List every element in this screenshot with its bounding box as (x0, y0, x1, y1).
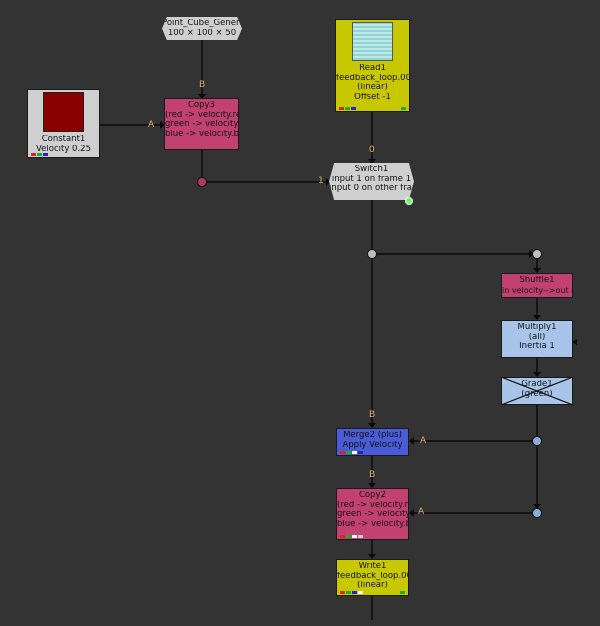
copy2-title: Copy2 (359, 491, 386, 500)
multiply1-channels: (all) (528, 332, 546, 342)
copy2-line3: blue -> velocity.blue) (337, 519, 408, 529)
switch1-node[interactable]: Switch1 input 1 on frame 1 input 0 on ot… (329, 163, 414, 200)
dot-node-velocity[interactable] (532, 249, 542, 259)
read1-node[interactable]: Read1 feedback_loop.0001.exr (linear) Of… (335, 19, 410, 112)
switch1-title: Switch1 (354, 165, 389, 174)
copy2-channel-indicator (340, 535, 363, 538)
dot-node-copy2-input[interactable] (532, 508, 542, 518)
copy2-node[interactable]: Copy2 (red -> velocity.red green -> velo… (336, 488, 409, 540)
read-channel-indicator (339, 107, 356, 110)
constant1-value: Velocity 0.25 (36, 144, 91, 154)
grade1-node[interactable]: Grade1 (green) (501, 377, 573, 405)
switch1-line2: input 0 on other frames (329, 184, 414, 193)
grade1-title: Grade1 (521, 380, 553, 389)
copy3-input-b-label: B (199, 80, 206, 90)
multiply1-value: Inertia 1 (519, 342, 555, 351)
merge2-title: Merge2 (plus) (343, 431, 402, 440)
point-cube-resolution: 100 × 100 × 50 (167, 28, 237, 38)
switch-input1-label: 1 (318, 176, 324, 186)
grade1-channels: (green) (521, 389, 553, 399)
write-channel-indicator (340, 591, 363, 594)
write1-file: feedback_loop.0001.exr (337, 571, 408, 581)
constant-color-swatch (43, 92, 84, 132)
read-thumbnail (352, 22, 393, 61)
merge-channel-indicator (340, 451, 363, 454)
write1-title: Write1 (358, 562, 387, 571)
copy3-title: Copy3 (188, 101, 215, 110)
merge2-node[interactable]: Merge2 (plus) Apply Velocity (336, 428, 409, 456)
point-cube-generator-node[interactable]: Point_Cube_Generator 100 × 100 × 50 (162, 17, 242, 40)
merge-input-b-label: B (369, 410, 376, 420)
dot-node-switch[interactable] (367, 249, 377, 259)
disabled-cross-icon (501, 377, 573, 405)
dot-node-grade[interactable] (532, 436, 542, 446)
read-output-label: 0 (369, 145, 375, 155)
write1-colorspace: (linear) (357, 581, 388, 590)
multiply1-title: Multiply1 (517, 323, 557, 332)
read-alpha-indicator (401, 107, 406, 110)
shuffle1-sub: in velocity-->out rgba (502, 285, 572, 295)
copy3-line3: blue -> velocity.blue) (165, 129, 238, 139)
merge-input-a-label: A (420, 436, 427, 446)
merge2-label: Apply Velocity (342, 440, 403, 450)
read1-offset: Offset -1 (354, 92, 391, 102)
constant-channel-indicator (31, 153, 48, 156)
point-cube-title: Point_Cube_Generator (162, 19, 242, 28)
switch-status-indicator (405, 197, 413, 205)
copy2-line2: green -> velocity.green (337, 510, 408, 519)
shuffle1-node[interactable]: Shuffle1 in velocity-->out rgba (501, 273, 573, 298)
write-alpha-indicator (400, 591, 405, 594)
copy3-line2: green -> velocity.green (165, 120, 238, 129)
write1-node[interactable]: Write1 feedback_loop.0001.exr (linear) (336, 559, 409, 596)
shuffle1-title: Shuffle1 (519, 276, 555, 285)
copy2-input-b-label: B (369, 470, 376, 480)
copy2-line1: (red -> velocity.red (337, 500, 408, 510)
switch1-line1: input 1 on frame 1 (331, 174, 412, 184)
read1-file: feedback_loop.0001.exr (336, 73, 409, 83)
read1-colorspace: (linear) (357, 83, 388, 92)
copy3-node[interactable]: Copy3 (red -> velocity.red green -> velo… (164, 98, 239, 150)
read1-title: Read1 (359, 64, 386, 73)
copy3-line1: (red -> velocity.red (165, 110, 238, 120)
dot-node-copy3[interactable] (197, 177, 207, 187)
multiply1-node[interactable]: Multiply1 (all) Inertia 1 (501, 320, 573, 358)
constant1-node[interactable]: Constant1 Velocity 0.25 (27, 89, 100, 158)
copy2-input-a-label: A (418, 507, 425, 517)
copy3-input-a-label: A (148, 120, 155, 130)
constant1-title: Constant1 (41, 135, 86, 144)
